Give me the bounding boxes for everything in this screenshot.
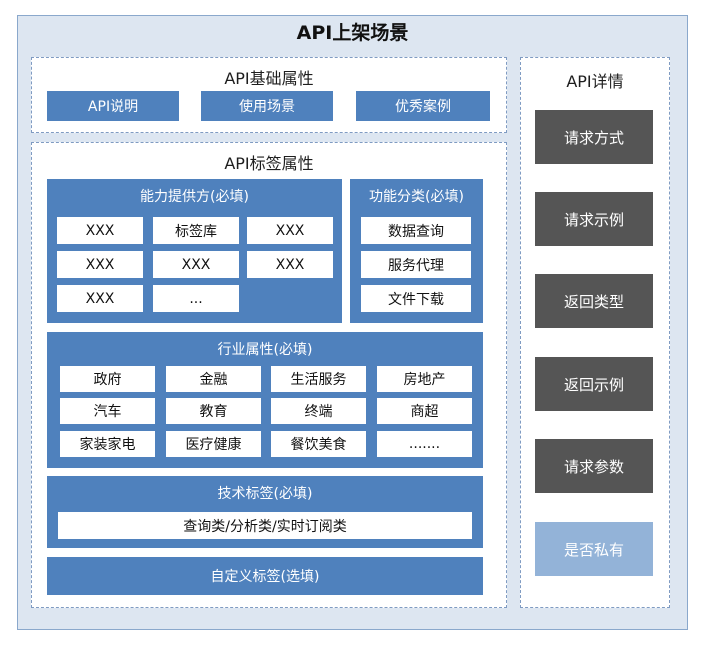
basic-item-use-scenario: 使用场景 [201, 91, 333, 121]
industry-tag: 金融 [166, 366, 261, 392]
provider-panel-title: 能力提供方(必填) [140, 189, 249, 205]
basic-item-case-study: 优秀案例 [356, 91, 490, 121]
industry-tag: 房地产 [377, 366, 472, 392]
function-tag: 文件下载 [361, 285, 471, 312]
detail-is-private: 是否私有 [535, 522, 653, 576]
industry-tag: 餐饮美食 [271, 431, 366, 457]
basic-item-api-description: API说明 [47, 91, 179, 121]
provider-tag: XXX [57, 217, 143, 244]
provider-tag: XXX [247, 217, 333, 244]
industry-tag: 政府 [60, 366, 155, 392]
function-tag: 数据查询 [361, 217, 471, 244]
industry-tag: ....... [377, 431, 472, 457]
detail-return-example: 返回示例 [535, 357, 653, 411]
provider-tag: XXX [57, 251, 143, 278]
industry-panel-title: 行业属性(必填) [217, 342, 313, 358]
detail-request-params: 请求参数 [535, 439, 653, 493]
tag-attributes-title: API标签属性 [224, 154, 314, 173]
diagram-title: API上架场景 [296, 22, 409, 44]
tech-tag-value: 查询类/分析类/实时订阅类 [58, 512, 472, 539]
basic-attributes-title: API基础属性 [224, 69, 314, 88]
industry-tag: 商超 [377, 398, 472, 424]
tech-panel-title: 技术标签(必填) [217, 486, 313, 502]
provider-tag: XXX [247, 251, 333, 278]
industry-tag: 汽车 [60, 398, 155, 424]
api-details-title: API详情 [566, 72, 624, 91]
function-panel-title: 功能分类(必填) [369, 189, 464, 205]
provider-tag: 标签库 [153, 217, 239, 244]
industry-tag: 终端 [271, 398, 366, 424]
detail-request-example: 请求示例 [535, 192, 653, 246]
industry-tag: 医疗健康 [166, 431, 261, 457]
function-tag: 服务代理 [361, 251, 471, 278]
industry-tag: 教育 [166, 398, 261, 424]
provider-tag: XXX [153, 251, 239, 278]
detail-request-method: 请求方式 [535, 110, 653, 164]
industry-tag: 生活服务 [271, 366, 366, 392]
industry-tag: 家装家电 [60, 431, 155, 457]
provider-tag: XXX [57, 285, 143, 312]
custom-tag-bar: 自定义标签(选填) [47, 557, 483, 595]
detail-return-type: 返回类型 [535, 274, 653, 328]
provider-tag: ... [153, 285, 239, 312]
